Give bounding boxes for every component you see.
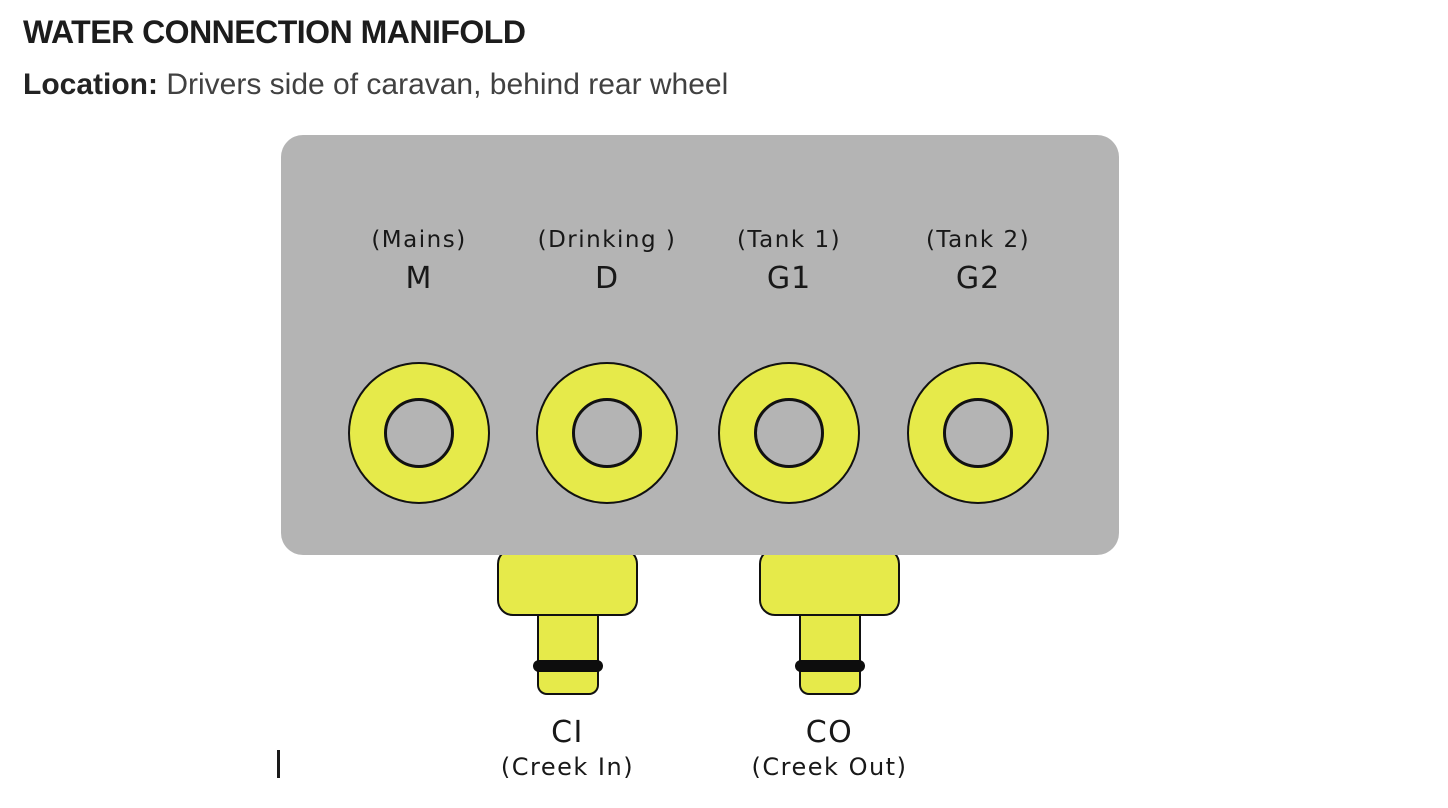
connector-code: CO: [805, 715, 854, 750]
port-ring-mains: [348, 362, 490, 504]
o-ring-band: [532, 660, 603, 672]
connector-name: (Creek Out): [751, 753, 908, 781]
connector-creek-in: [497, 548, 638, 698]
port-hole: [943, 398, 1013, 468]
connector-code: CI: [551, 715, 584, 750]
connector-stem: [798, 616, 861, 695]
connector-body: [497, 548, 638, 616]
page-title: WATER CONNECTION MANIFOLD: [23, 14, 526, 50]
port-name: (Drinking ): [537, 227, 677, 253]
port-ring-tank1: [718, 362, 860, 504]
port-name: (Mains): [371, 227, 467, 253]
text-cursor[interactable]: [277, 750, 280, 778]
port-hole: [572, 398, 642, 468]
connector-label-creek-out: CO (Creek Out): [710, 716, 950, 781]
port-code: D: [594, 260, 620, 296]
location-label: Location:: [23, 68, 158, 101]
o-ring-band: [794, 660, 865, 672]
connector-body: [759, 548, 900, 616]
connector-name: (Creek In): [500, 753, 635, 781]
port-name: (Tank 2): [925, 227, 1031, 253]
port-ring-tank2: [907, 362, 1049, 504]
port-hole: [754, 398, 824, 468]
port-label-mains: (Mains) M: [309, 226, 529, 296]
connector-label-creek-in: CI (Creek In): [448, 716, 688, 781]
port-hole: [384, 398, 454, 468]
port-code: G1: [766, 260, 812, 296]
port-name: (Tank 1): [736, 227, 842, 253]
port-label-drinking: (Drinking ) D: [497, 226, 717, 296]
port-ring-drinking: [536, 362, 678, 504]
port-label-tank2: (Tank 2) G2: [868, 226, 1088, 296]
port-label-tank1: (Tank 1) G1: [679, 226, 899, 296]
connector-stem: [536, 616, 599, 695]
location-value: Drivers side of caravan, behind rear whe…: [158, 68, 729, 101]
port-code: M: [405, 260, 433, 296]
location-line: Location: Drivers side of caravan, behin…: [23, 68, 728, 102]
connector-creek-out: [759, 548, 900, 698]
port-code: G2: [955, 260, 1001, 296]
